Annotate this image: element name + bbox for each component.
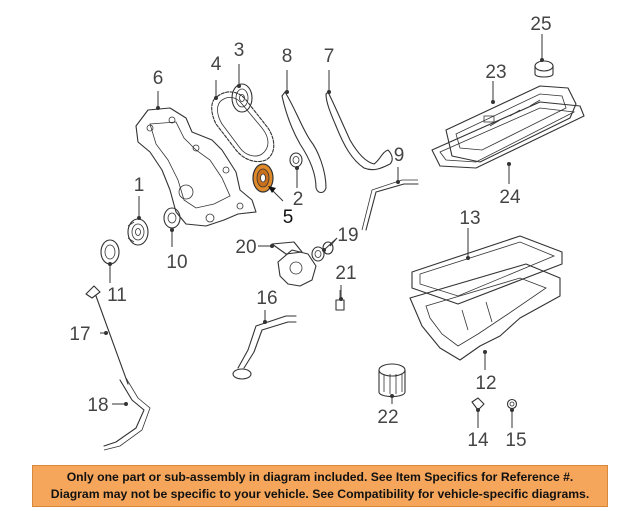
washer-part: [506, 398, 518, 410]
pump-housing-part: [271, 241, 317, 287]
dipstick-tube-part: [103, 377, 151, 451]
cover-gasket-part: [325, 91, 393, 171]
seal-part: [289, 152, 303, 168]
dipstick-part: [85, 285, 129, 385]
disclaimer-line-2: Diagram may not be specific to your vehi…: [50, 487, 590, 501]
callout-24: 24: [499, 187, 521, 208]
callout-10: 10: [166, 252, 187, 273]
callout-22: 22: [377, 407, 398, 428]
callout-25: 25: [530, 14, 551, 35]
callout-15: 15: [505, 430, 526, 451]
callout-9: 9: [394, 145, 405, 166]
oil-pan-gasket-part: [411, 235, 563, 305]
vent-tube-part: [361, 179, 419, 231]
callout-20: 20: [235, 237, 256, 258]
callout-11: 11: [107, 285, 127, 306]
seal-ring-part: [100, 239, 120, 265]
callout-5: 5: [283, 207, 294, 228]
timing-chain-part: [211, 91, 275, 163]
callout-12: 12: [475, 373, 496, 394]
callout-13: 13: [459, 208, 480, 229]
callout-17: 17: [69, 324, 90, 345]
crank-sprocket-highlighted-part: [252, 163, 274, 193]
o-ring-part: [322, 241, 334, 255]
oil-filter-part: [378, 363, 406, 398]
callout-23: 23: [485, 62, 506, 83]
callout-16: 16: [256, 288, 277, 309]
callout-7: 7: [324, 46, 335, 67]
drain-plug-part: [471, 397, 485, 411]
sprocket-part: [231, 83, 253, 113]
valve-cover-gasket-part: [431, 101, 585, 169]
o-ring-part: [311, 246, 325, 262]
front-seal-part: [163, 207, 181, 229]
callout-6: 6: [153, 68, 164, 89]
callout-3: 3: [234, 40, 245, 61]
callout-14: 14: [467, 430, 489, 451]
callout-18: 18: [87, 395, 108, 416]
valve-cover-part: [445, 85, 577, 163]
disclaimer-line-1: Only one part or sub-assembly in diagram…: [66, 470, 574, 484]
callout-21: 21: [335, 263, 356, 284]
cover-gasket-part: [281, 91, 327, 194]
disclaimer-banner: Only one part or sub-assembly in diagram…: [32, 465, 608, 507]
oil-pickup-part: [232, 315, 297, 380]
callout-4: 4: [211, 54, 222, 75]
timing-cover-part: [135, 107, 257, 227]
crank-damper-part: [127, 218, 149, 246]
callout-8: 8: [282, 46, 293, 67]
oil-pan-part: [409, 263, 561, 361]
oil-fill-cap-part: [534, 60, 554, 78]
callout-19: 19: [337, 225, 358, 246]
callout-2: 2: [293, 189, 304, 210]
callout-1: 1: [134, 175, 145, 196]
leader-lines: [100, 34, 544, 428]
callout-labels: 6 4 3 8 7 1 2 5 10 11 9 20 19 21 16 17 1…: [69, 14, 551, 451]
